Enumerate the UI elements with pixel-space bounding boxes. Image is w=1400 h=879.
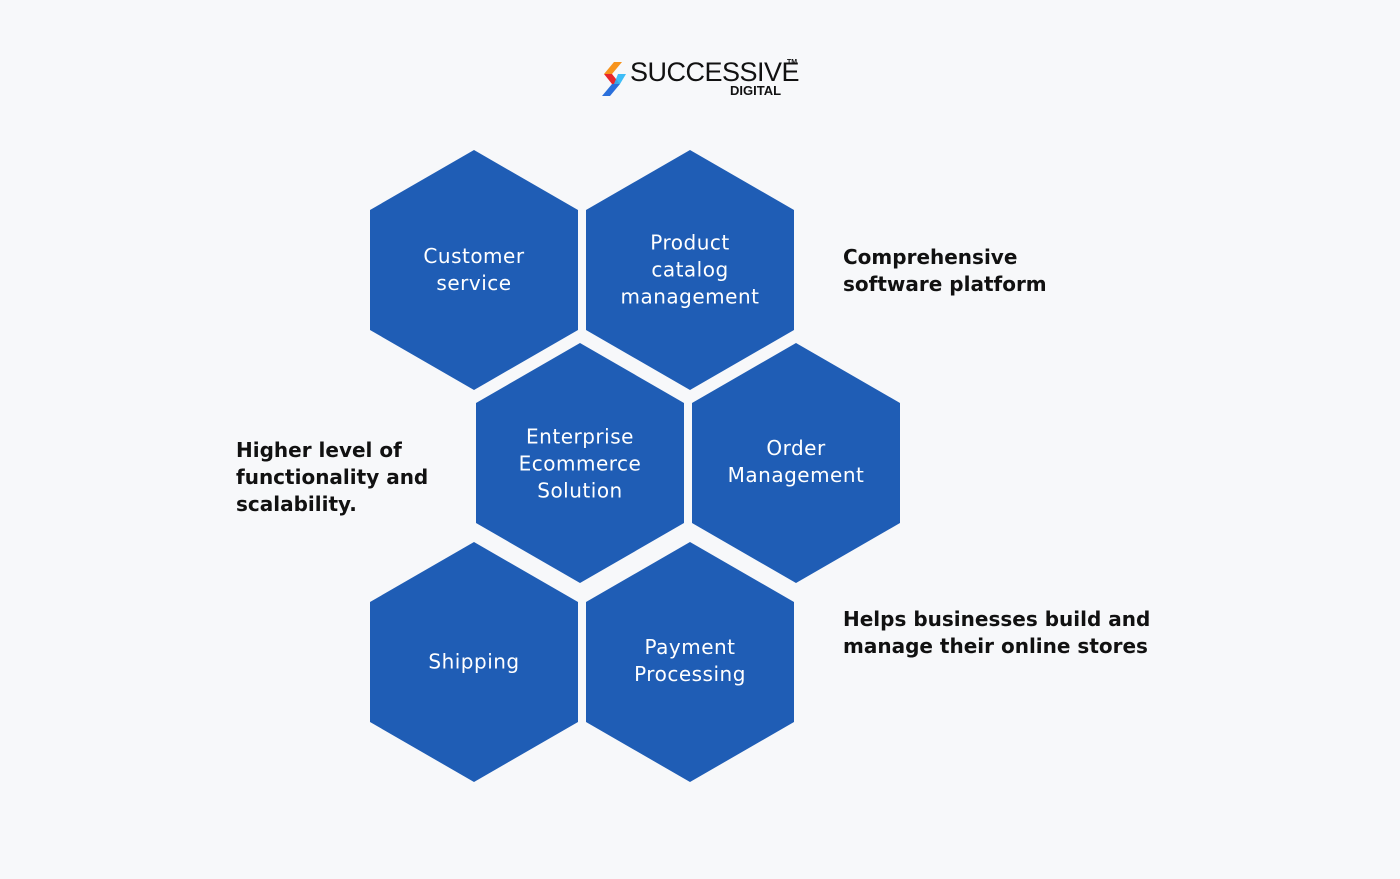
brand-trademark: TM (787, 59, 798, 66)
brand-subtitle: DIGITAL (730, 83, 782, 98)
hexagon-label-customer-service: Customer service (423, 244, 525, 295)
hexagon-payment-processing (586, 542, 794, 782)
note-comprehensive: Comprehensive software platform (843, 245, 1047, 296)
chevron-logo-icon (602, 62, 626, 96)
brand-name: SUCCESSIVE (630, 57, 800, 87)
hexagon-label-shipping: Shipping (428, 649, 520, 674)
hexagon-label-enterprise-ecommerce: Enterprise Ecommerce Solution (518, 424, 642, 503)
note-helps-businesses: Helps businesses build and manage their … (843, 607, 1151, 658)
hexagon-label-order-management: Order Management (727, 436, 865, 487)
hexagon-label-payment-processing: Payment Processing (634, 635, 746, 686)
hexagon-product-catalog (586, 150, 794, 390)
hexagon-order-management (692, 343, 900, 583)
hexagon-shipping (370, 542, 578, 782)
note-functionality: Higher level of functionality and scalab… (236, 438, 429, 516)
hexagon-label-product-catalog: Product catalog management (620, 230, 760, 309)
hexagon-enterprise-ecommerce (476, 343, 684, 583)
brand-logo: SUCCESSIVE TM DIGITAL (600, 56, 810, 100)
hexagon-customer-service (370, 150, 578, 390)
